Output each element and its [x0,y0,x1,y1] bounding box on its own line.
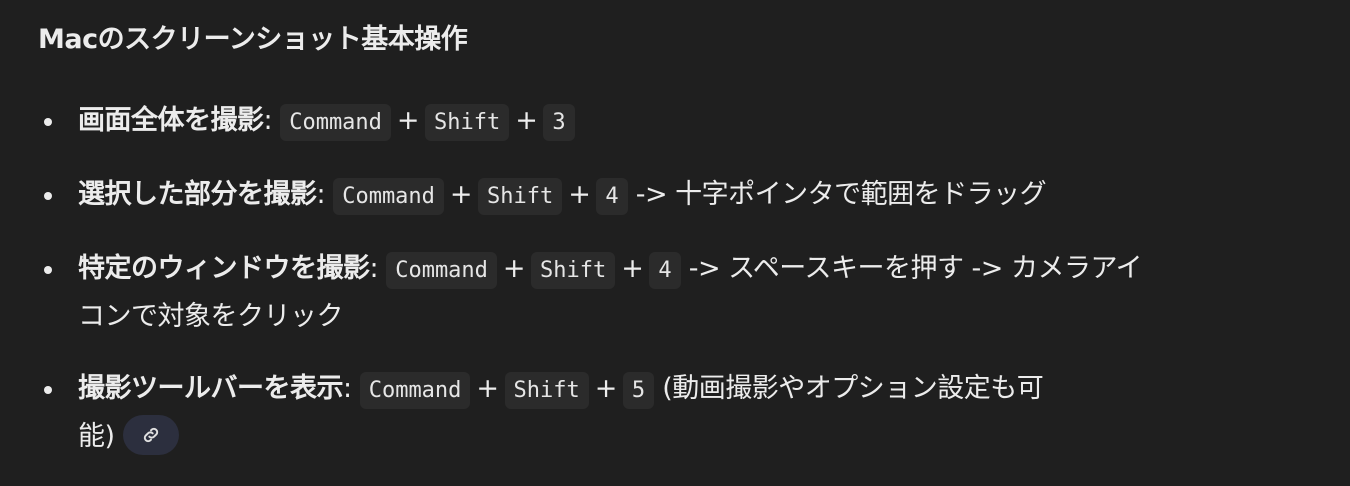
item-description-cont: 能) [78,421,115,452]
list-item: 選択した部分を撮影: Command+Shift+4 -> 十字ポインタで範囲を… [44,172,1328,220]
key-command: Command [359,372,471,409]
key-command: Command [386,252,497,289]
key-shift: Shift [531,252,616,289]
key-number: 4 [649,252,681,289]
plus: + [449,179,473,210]
shortcut-list: 画面全体を撮影: Command+Shift+3 選択した部分を撮影: Comm… [0,98,1328,486]
colon: : [343,373,352,404]
key-shift: Shift [425,104,510,141]
key-number: 5 [622,372,655,409]
plus: + [515,105,538,136]
plus: + [568,179,591,210]
key-command: Command [333,178,444,215]
key-shift: Shift [504,372,589,409]
plus: + [502,253,526,284]
colon: : [263,105,273,136]
section-heading: Macのスクリーンショット基本操作 [38,24,468,55]
key-number: 3 [543,104,575,141]
item-description: -> スペースキーを押す -> カメラアイ [680,253,1143,284]
link-icon [143,427,158,442]
key-number: 4 [596,178,628,215]
colon: : [369,253,379,284]
item-description-cont: コンで対象をクリック [78,301,344,332]
list-item: 撮影ツールバーを表示: Command+Shift+5 (動画撮影やオプション設… [44,366,1328,460]
plus: + [476,373,499,404]
plus: + [594,373,618,404]
key-shift: Shift [478,178,563,215]
list-item: 画面全体を撮影: Command+Shift+3 [44,98,1328,146]
item-label: 選択した部分を撮影 [78,179,317,210]
plus: + [396,105,420,136]
plus: + [621,253,644,284]
item-label: 画面全体を撮影 [78,105,264,136]
source-link-button[interactable] [122,414,179,455]
list-item: 特定のウィンドウを撮影: Command+Shift+4 -> スペースキーを押… [44,246,1328,340]
key-command: Command [280,104,391,141]
item-description: (動画撮影やオプション設定も可 [654,373,1044,404]
item-label: 特定のウィンドウを撮影 [78,253,370,284]
colon: : [316,179,326,210]
item-label: 撮影ツールバーを表示 [78,373,344,404]
item-description: -> 十字ポインタで範囲をドラッグ [627,179,1047,210]
